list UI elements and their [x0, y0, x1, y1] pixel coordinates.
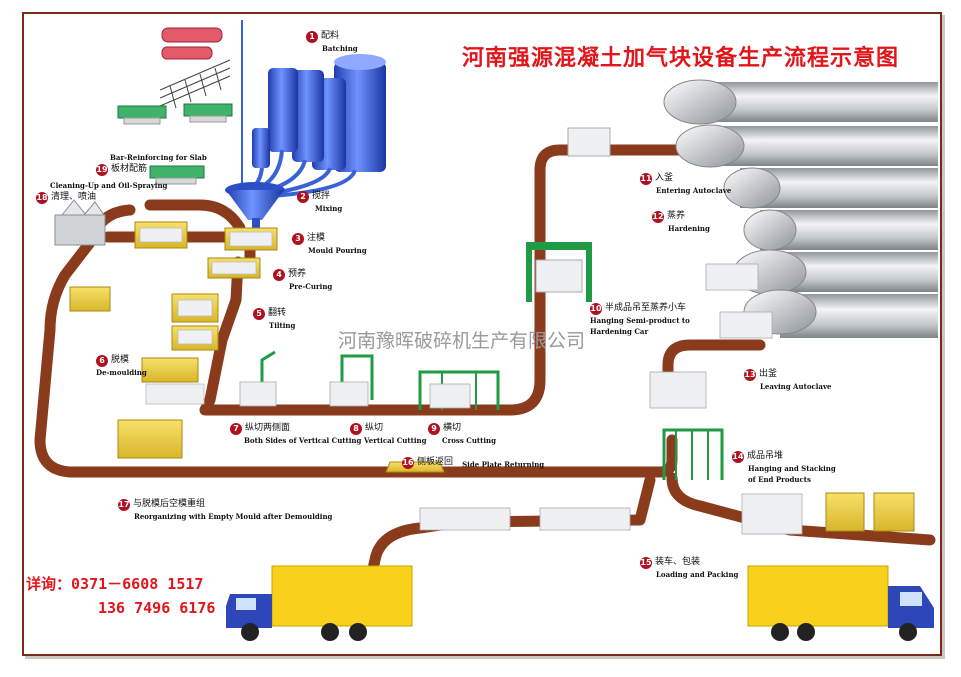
step-cn: 脱模	[111, 355, 130, 365]
step-number: 2	[297, 190, 309, 203]
rebar-cage-top	[159, 59, 231, 109]
cleaning-station	[54, 199, 106, 246]
step-cn: 纵切	[365, 423, 384, 433]
stacking-crane	[662, 428, 724, 480]
step-cn: 预养	[288, 269, 307, 279]
step-number: 15	[640, 556, 652, 569]
step-number: 12	[652, 210, 664, 223]
mould-contents	[139, 227, 273, 405]
car-blocks-top	[567, 127, 611, 157]
step-en: Entering Autoclave	[656, 185, 732, 195]
step-number: 4	[273, 268, 285, 281]
step-number: 5	[253, 307, 265, 320]
step-cn: 半成品吊至蒸养小车	[605, 303, 687, 313]
step-number: 9	[428, 422, 440, 435]
step-en: Loading and Packing	[656, 569, 739, 579]
step-cn: 装车、包装	[655, 557, 701, 567]
step-en: Bar-Reinforcing for Slab	[110, 153, 207, 162]
step-en: De-moulding	[96, 367, 147, 377]
step-cn: 注模	[307, 233, 326, 243]
step-number: 3	[292, 232, 304, 245]
contact-phone-2[interactable]: 136 7496 6176	[98, 599, 216, 617]
step-cn: 纵切两侧面	[245, 423, 291, 433]
contact-info: 详询：0371－6608 1517 136 7496 6176	[26, 572, 215, 620]
diagram-title: 河南强源混凝土加气块设备生产流程示意图	[462, 45, 900, 71]
step-en: Pre-Curing	[289, 281, 333, 291]
step-cn: 侧板返回	[417, 457, 454, 467]
step-cn: 入釜	[655, 173, 674, 183]
cut-blocks	[239, 381, 471, 409]
silos	[241, 20, 386, 198]
autoclaves	[663, 79, 938, 338]
step-cn: 清理、喷油	[51, 192, 97, 202]
step-en: Cleaning-Up and Oil-Spraying	[50, 181, 168, 190]
step-cn: 蒸养	[667, 211, 686, 221]
step-number: 1	[306, 30, 318, 43]
step-number: 16	[402, 456, 414, 469]
step-number: 11	[640, 172, 652, 185]
truck-left	[226, 565, 413, 641]
step-en: Hanging Semi-product to Hardening Car	[590, 315, 690, 336]
step-number: 14	[732, 450, 744, 463]
step-en: Tilting	[269, 320, 296, 330]
step-cn: 翻转	[268, 308, 287, 318]
step-number: 10	[590, 302, 602, 315]
step-cn: 成品吊堆	[747, 451, 784, 461]
contact-label: 详询：	[26, 575, 72, 593]
step-cn: 与脱模后空模重组	[133, 499, 206, 509]
truck-right	[747, 565, 934, 641]
hanging-frame	[526, 242, 592, 302]
step-cn: 配料	[321, 31, 340, 41]
mixer	[225, 182, 285, 228]
step-en: Cross Cutting	[442, 435, 497, 445]
step-cn: 横切	[443, 423, 462, 433]
block-stacks	[419, 263, 803, 535]
step-en: Both Sides of Vertical Cutting	[244, 435, 362, 445]
step-en: Leaving Autoclave	[760, 381, 832, 391]
step-en: Reorganizing with Empty Mould after Demo…	[134, 511, 333, 521]
step-cn: 出釜	[759, 369, 778, 379]
rebar-rollers	[161, 27, 223, 60]
moulds	[69, 221, 915, 532]
step-number: 19	[96, 163, 108, 176]
step-en: Side Plate Returning	[462, 460, 545, 469]
step-number: 18	[36, 191, 48, 204]
step-number: 6	[96, 354, 108, 367]
step-number: 7	[230, 422, 242, 435]
step-number: 13	[744, 368, 756, 381]
step-en: Hanging and Stacking of End Products	[748, 463, 836, 484]
step-cn: 板材配筋	[111, 164, 148, 174]
contact-phone-1[interactable]: 0371－6608 1517	[71, 575, 204, 593]
step-en: Hardening	[668, 223, 710, 233]
step-en: Vertical Cutting	[364, 435, 427, 445]
step-number: 8	[350, 422, 362, 435]
rebar-frames	[117, 103, 233, 185]
step-en: Mould Pouring	[308, 245, 367, 255]
watermark-text: 河南豫晖破碎机生产有限公司	[338, 330, 586, 352]
step-en: Batching	[322, 43, 358, 53]
step-cn: 搅拌	[312, 191, 331, 201]
step-number: 17	[118, 498, 130, 511]
step-en: Mixing	[315, 203, 343, 213]
